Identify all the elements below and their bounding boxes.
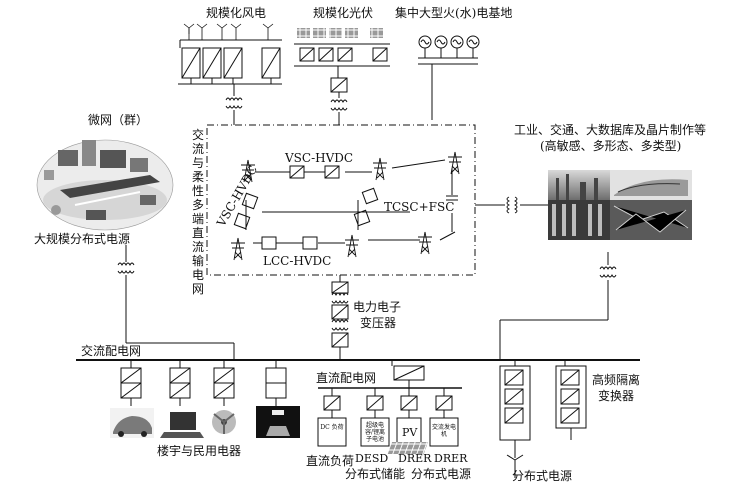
pv-box-label: PV <box>402 426 418 439</box>
distribution-feeders <box>125 245 609 360</box>
desd-label: DESD <box>355 452 389 465</box>
distributed-source-converters <box>499 360 587 458</box>
wind-farm-label: 规模化风电 <box>206 6 267 20</box>
pv-farm <box>294 28 390 125</box>
vsc-hvdc-top-label: VSC-HVDC <box>285 151 354 165</box>
pet-label-line1: 电力电子 <box>353 300 402 314</box>
dc-load-box-label: DC 负荷 <box>320 424 344 431</box>
microgrid-illustration <box>36 139 174 231</box>
pv-farm-label: 规模化光伏 <box>313 6 374 20</box>
transmission-towers <box>231 151 462 261</box>
small-wind-turbine-icon <box>506 454 524 478</box>
laptop-icon <box>170 412 196 430</box>
dc-network-label: 直流配电网 <box>316 371 377 385</box>
power-electronic-transformer <box>331 275 349 360</box>
thermal-plant <box>418 35 480 120</box>
small-pv-array-icon <box>387 442 429 454</box>
hvdc-grid-title: 交流与柔性多端直流输电网 <box>191 128 204 296</box>
dc-load-label: 直流负荷 <box>306 454 355 468</box>
industry-title: 工业、交通、大数据库及晶片制作等 <box>514 123 707 137</box>
hf-isolation-label-line2: 变换器 <box>598 389 635 403</box>
dc-network <box>317 360 462 447</box>
tcsc-fsc-label: TCSC+FSC <box>384 200 455 214</box>
distributed-generation-caption: 大规模分布式电源 <box>34 232 131 246</box>
thermal-plant-label: 集中大型火(水)电基地 <box>395 6 513 20</box>
microgrid-title: 微网（群） <box>88 113 149 127</box>
ac-generator-box-label: 交流发电机 <box>431 424 456 438</box>
car-icon <box>113 416 152 434</box>
distributed-storage-label: 分布式储能 <box>345 467 406 481</box>
drer-label-1: DRER <box>398 452 432 465</box>
industry-photos <box>548 170 692 240</box>
industry-subtitle: (高敏感、多形态、多类型) <box>540 139 682 153</box>
distributed-source-label: 分布式电源 <box>411 467 472 481</box>
storage-box-label: 超级电容/锂离子电池 <box>364 422 386 443</box>
wind-turbine-icons <box>183 23 274 40</box>
distributed-source-right-label: 分布式电源 <box>512 469 573 483</box>
hvdc-internal-lines <box>245 159 548 244</box>
appliance-photos <box>110 406 300 440</box>
lcc-hvdc-label: LCC-HVDC <box>263 254 332 268</box>
buildings-label: 楼宇与民用电器 <box>157 444 242 458</box>
hvdc-grid-boundary <box>206 124 476 276</box>
building-converters <box>120 360 287 406</box>
drer-label-2: DRER <box>434 452 468 465</box>
ac-network-label: 交流配电网 <box>81 344 142 358</box>
wind-farm <box>178 39 282 125</box>
hf-isolation-label-line1: 高频隔离 <box>592 373 641 387</box>
hvdc-converters <box>233 165 458 250</box>
pet-label-line2: 变压器 <box>360 316 397 330</box>
